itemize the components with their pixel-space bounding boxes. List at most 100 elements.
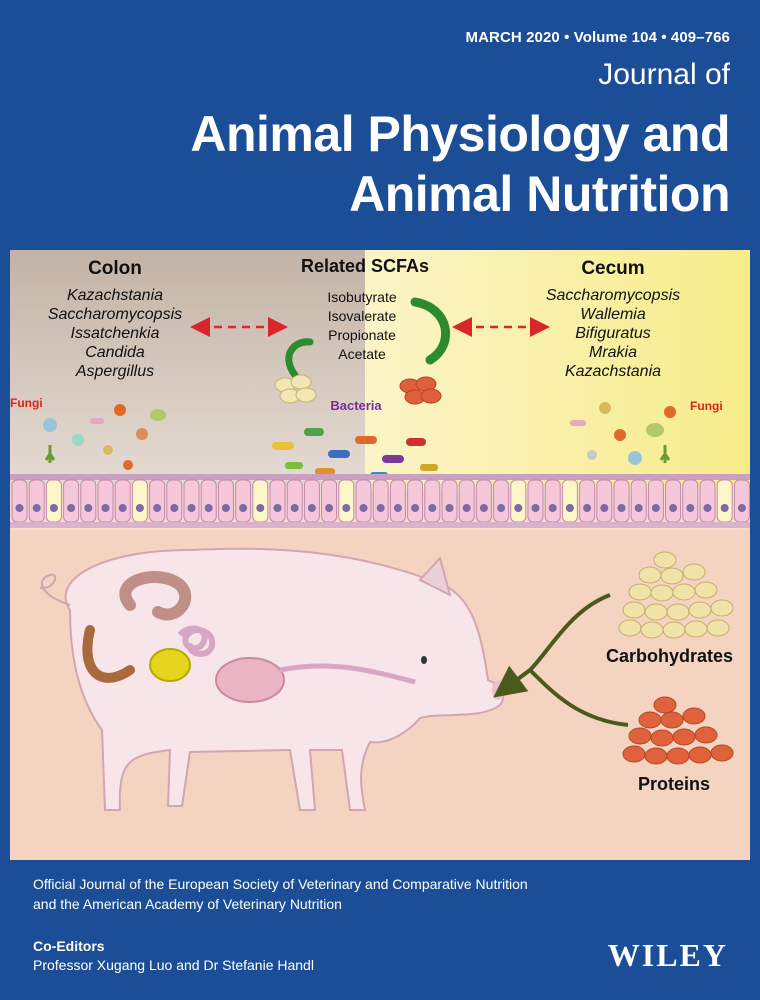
- cell-nucleus: [634, 504, 643, 512]
- cell-nucleus: [135, 504, 144, 512]
- epithelial-cell: [355, 479, 372, 523]
- cell-nucleus: [170, 504, 179, 512]
- cell-nucleus: [67, 504, 76, 512]
- epithelial-cell: [321, 479, 338, 523]
- cell-nucleus: [204, 504, 213, 512]
- epithelial-cells: [11, 479, 750, 523]
- epithelial-cell: [493, 479, 510, 523]
- colon-genus-2: Saccharomycopsis: [48, 306, 182, 323]
- goblet-cell: [338, 479, 355, 523]
- cecum-genus-4: Mrakia: [589, 344, 637, 361]
- cell-nucleus: [307, 504, 316, 512]
- colon-background: [10, 250, 380, 490]
- cell-nucleus: [32, 504, 41, 512]
- pig-tail: [39, 573, 71, 606]
- protein-pile: [622, 696, 734, 765]
- pig-snout: [492, 680, 504, 700]
- cell-nucleus: [359, 504, 368, 512]
- epithelial-cell: [286, 479, 303, 523]
- cell-nucleus: [239, 504, 248, 512]
- epithelial-cell: [665, 479, 682, 523]
- epithelial-cell: [424, 479, 441, 523]
- epithelial-cell: [166, 479, 183, 523]
- colon-genus-4: Candida: [85, 344, 145, 361]
- pig-eye: [421, 656, 427, 664]
- goblet-cell: [561, 479, 578, 523]
- cell-nucleus: [101, 504, 110, 512]
- epithelial-cell: [596, 479, 613, 523]
- colon-heading: Colon: [88, 258, 142, 279]
- epithelial-cell: [527, 479, 544, 523]
- cecum-heading: Cecum: [581, 258, 644, 279]
- scfa-item-3: Propionate: [328, 327, 396, 343]
- pig-cecum: [149, 648, 191, 682]
- cell-nucleus: [548, 504, 557, 512]
- proteins-label: Proteins: [638, 774, 710, 794]
- epithelial-cell: [475, 479, 492, 523]
- epithelium-top-border: [10, 474, 750, 480]
- epithelial-cell: [269, 479, 286, 523]
- epithelial-cell: [217, 479, 234, 523]
- epithelial-cell: [200, 479, 217, 523]
- protein-particles-small: [399, 376, 442, 405]
- pig-colon: [82, 625, 135, 683]
- epithelial-cell: [28, 479, 45, 523]
- cell-nucleus: [669, 504, 678, 512]
- epithelial-cell: [389, 479, 406, 523]
- scfa-heading: Related SCFAs: [301, 256, 429, 276]
- carbohydrates-label: Carbohydrates: [606, 646, 733, 666]
- cell-nucleus: [221, 504, 230, 512]
- coeditors-label: Co-Editors: [33, 938, 105, 954]
- cell-nucleus: [84, 504, 93, 512]
- green-arrow-left: [285, 338, 314, 379]
- cell-nucleus: [617, 504, 626, 512]
- epithelial-cell: [11, 479, 28, 523]
- goblet-cell: [131, 479, 148, 523]
- publisher-logo: WILEY: [607, 937, 728, 973]
- journal-title-line-1: Animal Physiology and: [190, 106, 730, 162]
- goblet-cell: [716, 479, 733, 523]
- pig-illustration: [39, 547, 505, 811]
- coeditors-names: Professor Xugang Luo and Dr Stefanie Han…: [33, 957, 314, 973]
- epithelial-cell: [579, 479, 596, 523]
- epithelial-cell: [682, 479, 699, 523]
- pig-small-intestine: [177, 625, 216, 657]
- cell-nucleus: [428, 504, 437, 512]
- cell-nucleus: [651, 504, 660, 512]
- cell-nucleus: [479, 504, 488, 512]
- epithelial-cell: [544, 479, 561, 523]
- cecum-genus-1: Saccharomycopsis: [546, 287, 680, 304]
- fungi-cluster-right: [570, 402, 676, 465]
- epithelial-cell: [441, 479, 458, 523]
- epithelial-cell: [114, 479, 131, 523]
- green-arrow-right: [410, 297, 450, 365]
- epithelial-cell: [613, 479, 630, 523]
- fungi-cluster-left: [43, 404, 166, 470]
- goblet-cell: [510, 479, 527, 523]
- cell-nucleus: [514, 504, 523, 512]
- epithelial-cell: [183, 479, 200, 523]
- epithelial-cell: [80, 479, 97, 523]
- pig-ear: [418, 555, 452, 597]
- feed-arrow-carbs: [528, 593, 611, 672]
- goblet-cell: [252, 479, 269, 523]
- fungi-label-right: Fungi: [690, 399, 723, 413]
- colon-genus-1: Kazachstania: [67, 287, 163, 304]
- cell-nucleus: [376, 504, 385, 512]
- epithelial-cell: [733, 479, 750, 523]
- cell-nucleus: [703, 504, 712, 512]
- carb-particles-small: [274, 374, 317, 404]
- cecum-background: [365, 250, 750, 490]
- affiliation-line-1: Official Journal of the European Society…: [33, 876, 528, 892]
- cell-nucleus: [187, 504, 196, 512]
- journal-prefix: Journal of: [598, 58, 730, 91]
- fungi-label-left: Fungi: [10, 396, 43, 410]
- epithelial-cell: [63, 479, 80, 523]
- cell-nucleus: [497, 504, 506, 512]
- pig-esophagus: [279, 663, 416, 685]
- cover-illustration: Colon Kazachstania Saccharomycopsis Issa…: [10, 250, 750, 860]
- epithelial-cell: [235, 479, 252, 523]
- colon-genus-3: Issatchenkia: [71, 325, 160, 342]
- carbohydrate-pile: [618, 551, 734, 639]
- cell-nucleus: [15, 504, 24, 512]
